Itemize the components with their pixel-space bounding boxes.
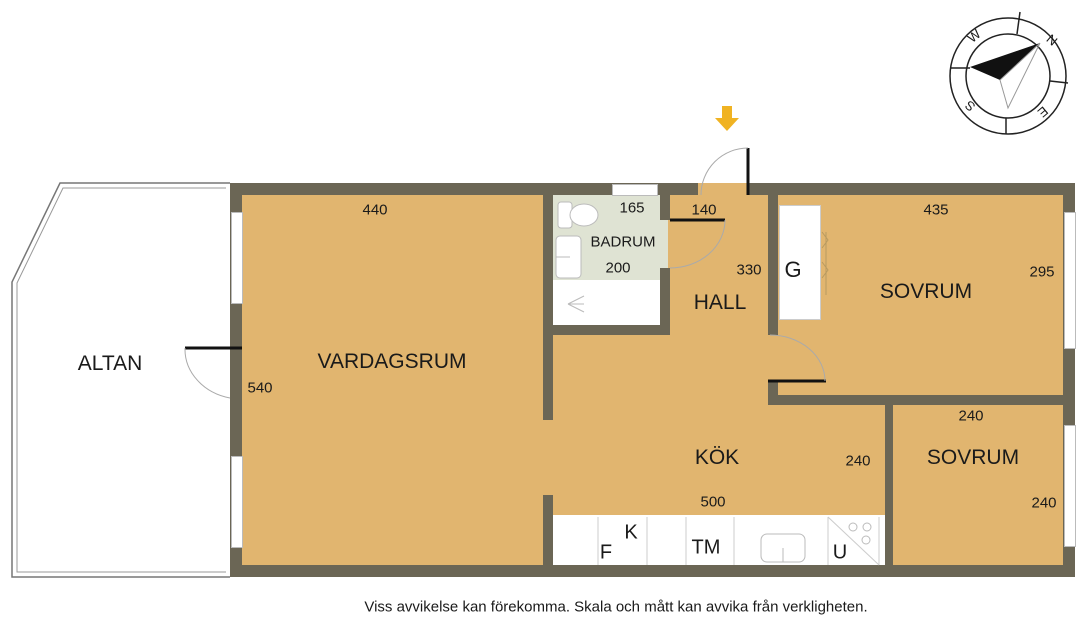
dim-sovrum1-depth: 295 <box>1029 263 1055 281</box>
wall-bedroom-corner <box>768 380 778 405</box>
dim-badrum-width: 165 <box>619 199 645 217</box>
dim-badrum-depth: 200 <box>605 259 631 277</box>
entrance-opening <box>698 183 748 195</box>
fridge-label: F <box>599 541 613 564</box>
wardrobe-label: G <box>784 257 802 282</box>
room-label-badrum: BADRUM <box>590 233 656 251</box>
room-label-vardagsrum: VARDAGSRUM <box>317 350 467 373</box>
dim-sovrum1-width: 435 <box>923 201 949 219</box>
door-swing <box>700 147 749 196</box>
room-label-altan: ALTAN <box>77 352 143 375</box>
wardrobe <box>779 205 821 320</box>
wall-bedrooms-divider <box>768 395 1063 405</box>
room-label-sovrum-1: SOVRUM <box>879 280 973 303</box>
window <box>231 212 243 304</box>
dim-kok-width: 500 <box>700 493 726 511</box>
oven-label: U <box>832 541 848 564</box>
dim-sovrum2-depth: 240 <box>1031 494 1057 512</box>
wall-bedroom2-left <box>885 405 893 565</box>
disclaimer-caption: Viss avvikelse kan förekomma. Skala och … <box>364 598 868 616</box>
shower-icon <box>567 295 585 313</box>
dim-vardagsrum-depth: 540 <box>247 379 273 397</box>
wall-bathroom-bottom <box>543 325 670 335</box>
wall-living-kitchen-lower <box>543 495 553 565</box>
freezer-label: K <box>624 521 638 544</box>
stove-icon <box>848 522 872 545</box>
door-swing <box>769 334 826 382</box>
window <box>612 184 658 196</box>
dim-hall-depth: 330 <box>736 261 762 279</box>
door-swing <box>669 219 726 269</box>
wall-bottom <box>230 565 1075 577</box>
kitchen-counter <box>553 515 885 565</box>
wall-hall-right <box>768 195 778 335</box>
dim-vardagsrum-width: 440 <box>362 201 388 219</box>
kitchen-cabinets <box>597 516 880 566</box>
altan-outline <box>11 182 230 578</box>
wall-bathroom-right-lower <box>660 268 670 335</box>
room-label-hall: HALL <box>693 291 747 314</box>
wall-bathroom-right-upper <box>660 195 670 220</box>
window <box>1064 425 1076 547</box>
dim-sovrum2-width: 240 <box>958 407 984 425</box>
dim-hall-width: 140 <box>691 201 717 219</box>
entrance-arrow-icon <box>715 106 739 131</box>
window <box>1064 212 1076 349</box>
shower-area <box>553 280 668 325</box>
window <box>231 456 243 548</box>
room-label-kok: KÖK <box>694 446 740 469</box>
wall-living-kitchen-upper <box>543 195 553 420</box>
room-label-sovrum-2: SOVRUM <box>926 446 1020 469</box>
door-swing <box>184 347 231 399</box>
dishwasher-label: TM <box>691 536 721 559</box>
dim-kok-depth: 240 <box>845 452 871 470</box>
compass-icon <box>949 11 1069 135</box>
